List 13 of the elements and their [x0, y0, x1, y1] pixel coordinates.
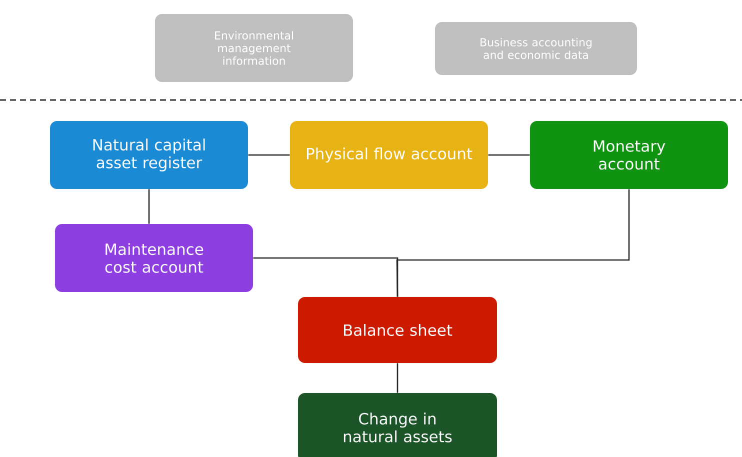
account-box: Balance sheet	[298, 297, 497, 363]
source-box: Business accounting and economic data	[435, 22, 637, 75]
account-box: Physical flow account	[290, 121, 488, 189]
connector	[396, 363, 398, 393]
connector	[488, 154, 530, 156]
account-box: Monetary account	[530, 121, 728, 189]
connector	[248, 154, 290, 156]
source-box: Environmental management information	[155, 14, 353, 82]
account-box: Change in natural assets	[298, 393, 497, 457]
connector	[148, 189, 150, 224]
account-box: Natural capital asset register	[50, 121, 248, 189]
connector	[396, 189, 630, 297]
account-box: Maintenance cost account	[55, 224, 253, 292]
